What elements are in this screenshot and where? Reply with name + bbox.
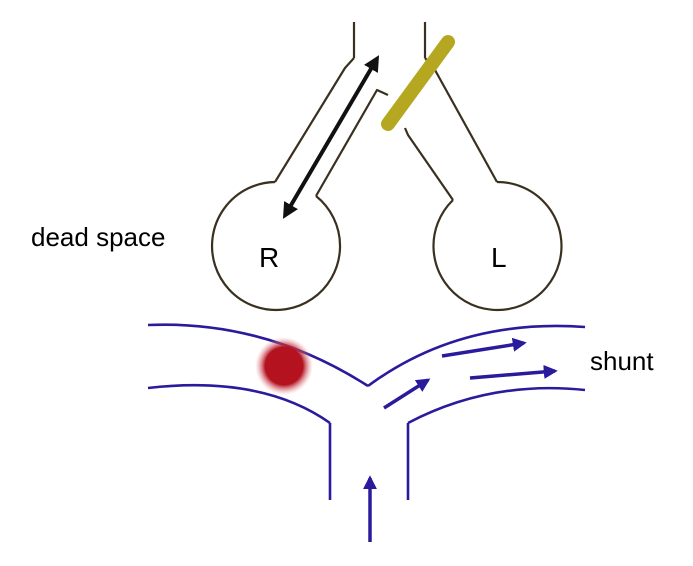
- vessel-right-lower-wall: [407, 386, 586, 425]
- flow-arrow-branch-icon: [383, 378, 431, 410]
- airway-obstruction-bar-icon: [381, 35, 455, 131]
- flow-arrow-shunt-lower-icon: [469, 364, 558, 380]
- left-bronchus-inner-wall: [403, 127, 454, 201]
- vessel-left-upper-wall: [147, 323, 369, 388]
- right-alveolus: [210, 180, 342, 312]
- left-bronchus-outer-wall: [424, 57, 498, 183]
- vessel-tree: [147, 323, 586, 500]
- vessel-right-upper-wall: [367, 324, 586, 388]
- shunt-label: shunt: [590, 346, 654, 376]
- left-alveolus: [432, 180, 563, 312]
- vessel-left-lower-wall: [147, 383, 331, 425]
- right-alveolus-label: R: [259, 242, 279, 273]
- left-alveolus-label: L: [491, 242, 507, 273]
- vessel-clot-icon: [255, 337, 313, 395]
- air-flow-double-arrow-icon: [282, 55, 380, 219]
- blood-flow-arrows: [363, 337, 558, 542]
- flow-arrow-shunt-upper-icon: [441, 337, 527, 358]
- dead-space-label: dead space: [31, 222, 165, 252]
